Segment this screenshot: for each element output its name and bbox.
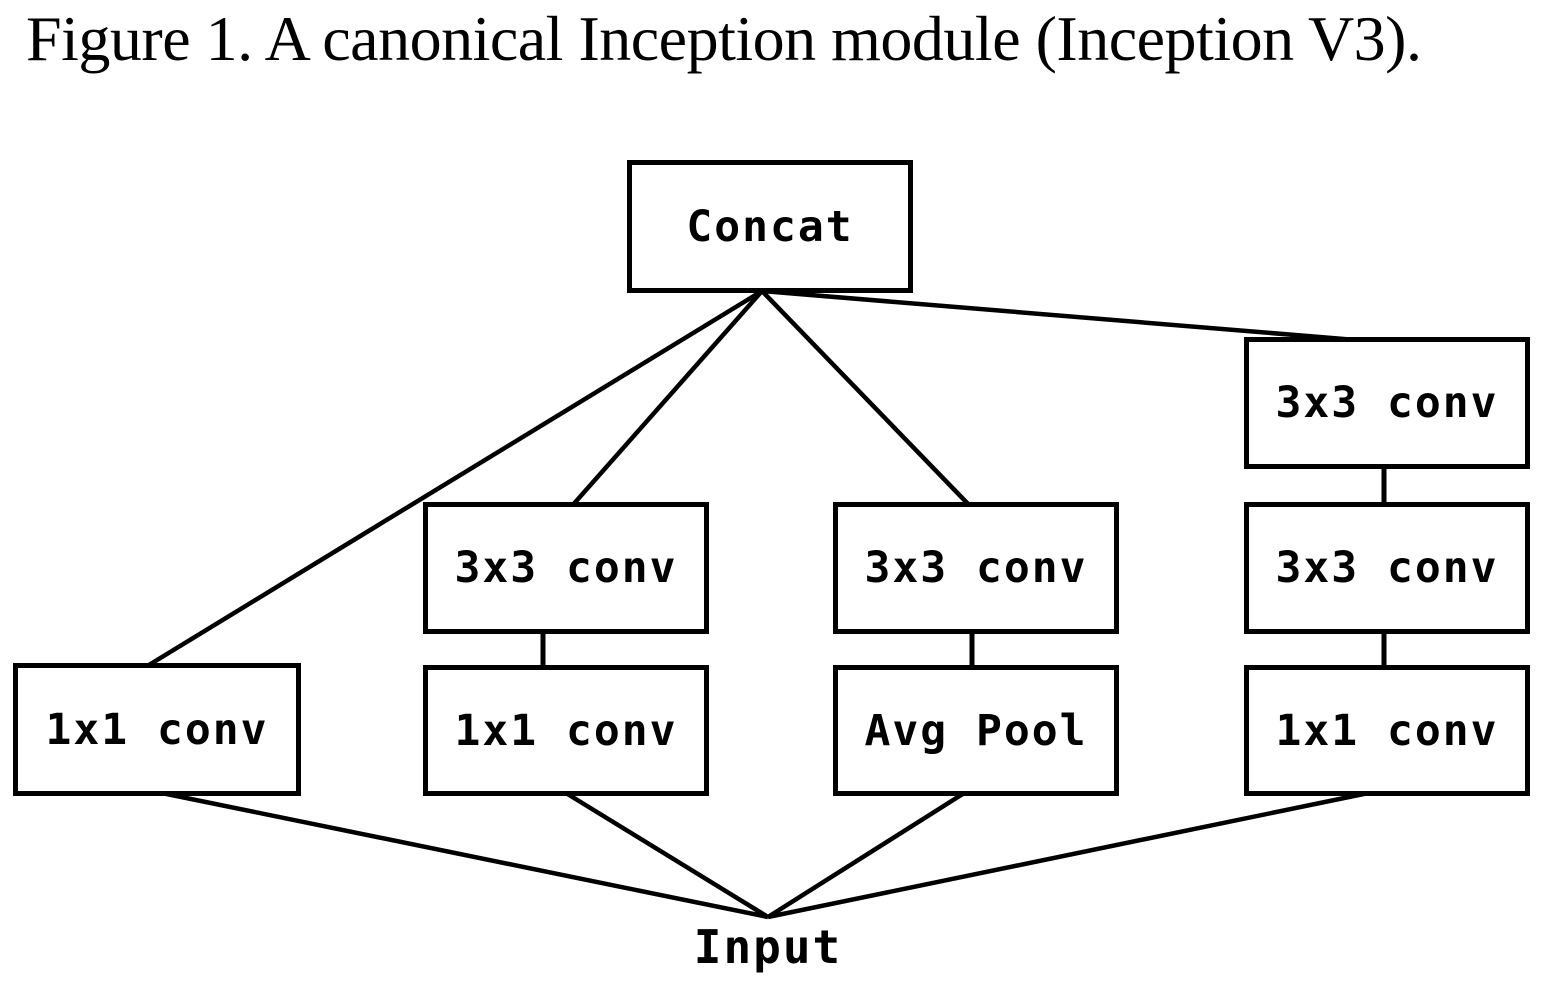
node-branch1-1x1-conv: 1x1 conv: [13, 663, 301, 796]
input-label: Input: [693, 920, 843, 974]
input-fanin-lines: [146, 787, 1384, 920]
node-concat: Concat: [627, 160, 913, 293]
concat-fanout-lines: [142, 288, 1393, 670]
branch-connector-lines: [540, 465, 1387, 669]
node-branch2-3x3-conv: 3x3 conv: [423, 502, 709, 634]
node-branch3-avg-pool: Avg Pool: [833, 665, 1119, 796]
node-branch4-3x3-conv-middle: 3x3 conv: [1244, 502, 1530, 634]
node-branch2-1x1-conv: 1x1 conv: [423, 665, 709, 796]
figure-caption: Figure 1. A canonical Inception module (…: [26, 3, 1422, 74]
node-branch3-3x3-conv: 3x3 conv: [833, 502, 1119, 634]
node-branch4-3x3-conv-top: 3x3 conv: [1244, 337, 1530, 469]
node-branch4-1x1-conv: 1x1 conv: [1244, 665, 1530, 796]
